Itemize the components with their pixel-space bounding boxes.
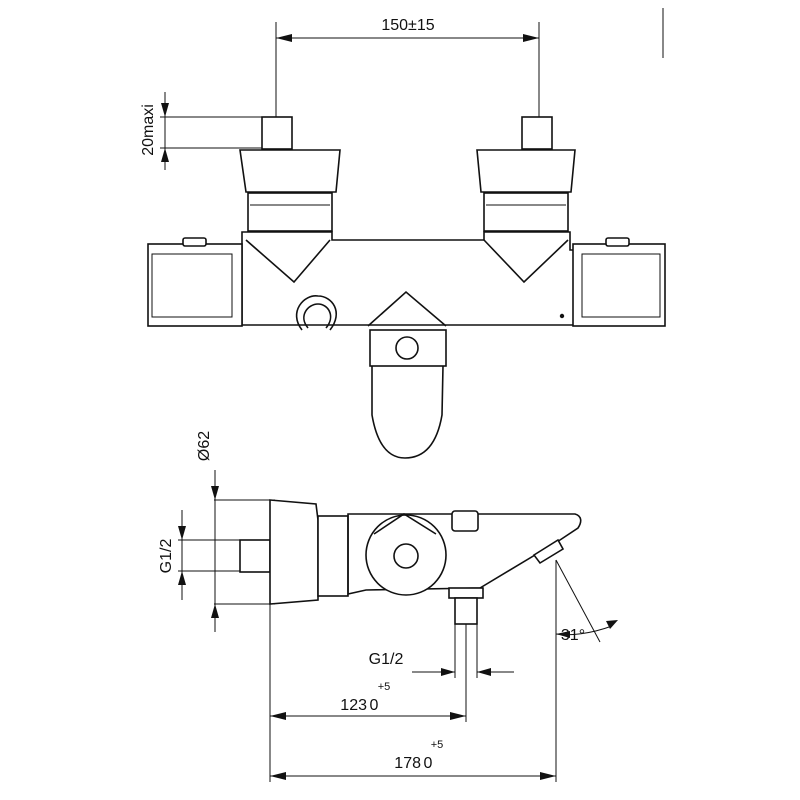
dimension-depth-total-nominal: 178	[394, 755, 421, 772]
dimension-inlet-thread: G1/2	[158, 510, 240, 600]
dimension-depth-total: 178 +5 0	[270, 739, 556, 780]
side-view: Ø62 G1/2	[158, 431, 618, 782]
dimension-depth-outlet-tol-lower: 0	[370, 697, 379, 714]
dimension-depth-outlet-tol-upper: +5	[378, 681, 391, 693]
dimension-projection-label: 20maxi	[140, 104, 157, 156]
dimension-projection: 20maxi	[140, 92, 262, 170]
dimension-spacing: 150±15	[275, 17, 540, 118]
dimension-depth-total-tol-lower: 0	[424, 755, 433, 772]
dimension-diameter: Ø62	[196, 431, 275, 632]
dimension-outlet-thread: G1/2	[369, 651, 514, 676]
dimension-outlet-thread-label: G1/2	[369, 651, 404, 668]
dimension-spacing-label: 150±15	[381, 17, 434, 34]
dimension-depth-outlet: 123 +5 0	[270, 681, 466, 720]
dimension-depth-total-tol-upper: +5	[431, 739, 444, 751]
dimension-depth-outlet-nominal: 123	[340, 697, 367, 714]
dimension-outlet-angle-label: 31°	[561, 627, 585, 644]
dimension-inlet-thread-label: G1/2	[158, 539, 175, 574]
front-view: 150±15 20maxi	[140, 17, 666, 459]
dimension-outlet-angle: 31°	[555, 559, 618, 644]
dimension-diameter-label: Ø62	[196, 431, 213, 461]
